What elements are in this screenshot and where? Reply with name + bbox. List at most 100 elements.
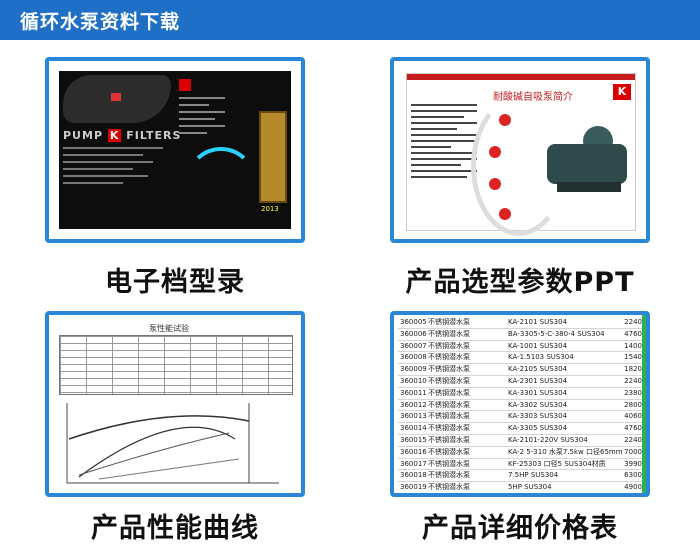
name-cell: 不锈钢潜水泵 [428,341,470,350]
brochure-card[interactable]: PUMP K FILTERS 2013 [45,57,305,243]
model-cell: 7.5HP SUS304 [508,471,559,480]
page-header: 循环水泵资料下载 [0,0,700,40]
bullet-icon [489,146,501,158]
pump-graphic [547,144,627,184]
ppt-arc-graphic [471,96,567,236]
model-cell: KA-2101 SUS304 [508,318,568,326]
model-cell: 5HP SUS304 [508,483,552,492]
model-cell: KA-2101-220V SUS304 [508,435,588,444]
code-cell: 360014 [400,424,427,433]
price-cell: 2380 [624,388,642,397]
ppt-text-lines [411,104,477,182]
code-cell: 360008 [400,353,427,362]
price-cell: 2800 [624,400,642,409]
bullet-icon [499,208,511,220]
wave-graphic [187,147,255,211]
code-cell: 360013 [400,412,427,421]
price-cell: 1400 [624,341,642,350]
code-cell: 360006 [400,329,427,338]
caption-price-table[interactable]: 产品详细价格表 [422,513,618,544]
price-cell: 4760 [624,424,642,433]
code-cell: 360010 [400,376,427,385]
name-cell: 不锈钢潜水泵 [428,318,470,326]
code-cell: 360012 [400,400,427,409]
price-cell: 3990 [624,459,642,468]
code-cell: 360019 [400,483,427,492]
model-cell: KA-1001 SUS304 [508,341,568,350]
brochure-thumbnail: PUMP K FILTERS 2013 [59,71,291,229]
name-cell: 不锈钢潜水泵 [428,471,470,480]
model-cell: KA-3301 SUS304 [508,388,568,397]
code-cell: 360005 [400,318,427,326]
price-cell: 1540 [624,353,642,362]
pump-base-graphic [557,182,621,192]
code-cell: 360011 [400,388,427,397]
price-cell: 2240 [624,376,642,385]
ppt-top-bar [407,74,635,80]
code-cell: 360009 [400,365,427,374]
name-cell: 不锈钢潜水泵 [428,365,470,374]
ppt-card[interactable]: 耐酸碱自吸泵简介 K [390,57,650,243]
ppt-thumbnail: 耐酸碱自吸泵简介 K [406,73,636,236]
k-logo-icon: K [613,84,631,100]
brochure-middle-panel [179,79,235,219]
name-cell: 不锈钢潜水泵 [428,435,470,444]
code-cell: 360018 [400,471,427,480]
model-cell: KA-2301 SUS304 [508,376,568,385]
code-cell: 360017 [400,459,427,468]
name-cell: 不锈钢潜水泵 [428,353,470,362]
model-cell: KA-3302 SUS304 [508,400,568,409]
price-cell: 1820 [624,365,642,374]
price-cell: 6300 [624,471,642,480]
price-cell: 2240 [624,435,642,444]
name-cell: 不锈钢潜水泵 [428,412,470,421]
price-cell: 4060 [624,412,642,421]
caption-curve[interactable]: 产品性能曲线 [91,513,259,544]
test-data-table [59,335,293,395]
price-cell: 4900 [624,483,642,492]
model-cell: KA-3303 SUS304 [508,412,568,421]
k-logo-icon [179,79,191,91]
curve-thumbnail: 泵性能试验 [59,323,293,487]
code-cell: 360007 [400,341,427,350]
model-cell: KA-2105 SUS304 [508,365,568,374]
curve-card[interactable]: 泵性能试验 [45,311,305,497]
name-cell: 不锈钢潜水泵 [428,329,470,338]
price-cell: 4760 [624,329,642,338]
model-cell: KA-1.5103 SUS304 [508,353,574,362]
bullet-icon [489,178,501,190]
price-cell: 7000 [624,447,642,456]
bullet-icon [499,114,511,126]
model-cell: BA-3305-5-C-380-4 SUS304 [508,329,605,338]
name-cell: 不锈钢潜水泵 [428,483,470,492]
curve-title: 泵性能试验 [149,324,189,333]
code-cell: 360015 [400,435,427,444]
name-cell: 不锈钢潜水泵 [428,376,470,385]
name-cell: 不锈钢潜水泵 [428,447,470,456]
performance-curve-plot [66,403,279,484]
page-title: 循环水泵资料下载 [20,11,181,33]
brochure-year: 2013 [261,205,279,213]
caption-ppt[interactable]: 产品选型参数PPT [405,267,635,298]
name-cell: 不锈钢潜水泵 [428,459,470,468]
name-cell: 不锈钢潜水泵 [428,400,470,409]
brochure-brand: PUMP K FILTERS [63,129,182,142]
brochure-text-lines [63,147,163,189]
price-cell: 2240 [624,318,642,326]
model-cell: KA-2 5-310 水泵7.5kw 口径65mm [508,447,623,456]
caption-brochure[interactable]: 电子档型录 [105,267,245,298]
code-cell: 360016 [400,447,427,456]
